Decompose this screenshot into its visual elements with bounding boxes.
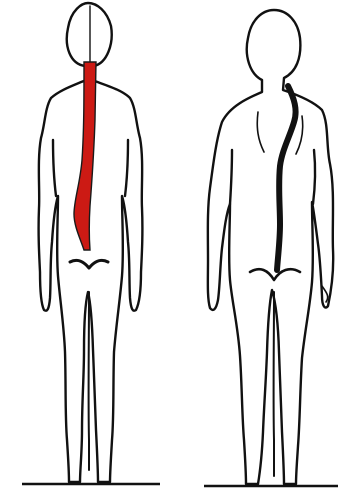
right-figure-arm-line-right [313, 150, 315, 204]
left-figure-arm-line-left [53, 140, 56, 196]
right-figure [208, 10, 333, 484]
right-figure-spine [277, 86, 296, 270]
left-figure-buttocks-crease [70, 260, 108, 268]
left-figure-spine [74, 62, 96, 250]
left-figure-arm-line-right [125, 140, 128, 196]
right-figure-arm-line-left [230, 150, 232, 204]
right-figure-shoulder-blade-left [257, 112, 264, 152]
right-figure-outline [208, 10, 333, 484]
